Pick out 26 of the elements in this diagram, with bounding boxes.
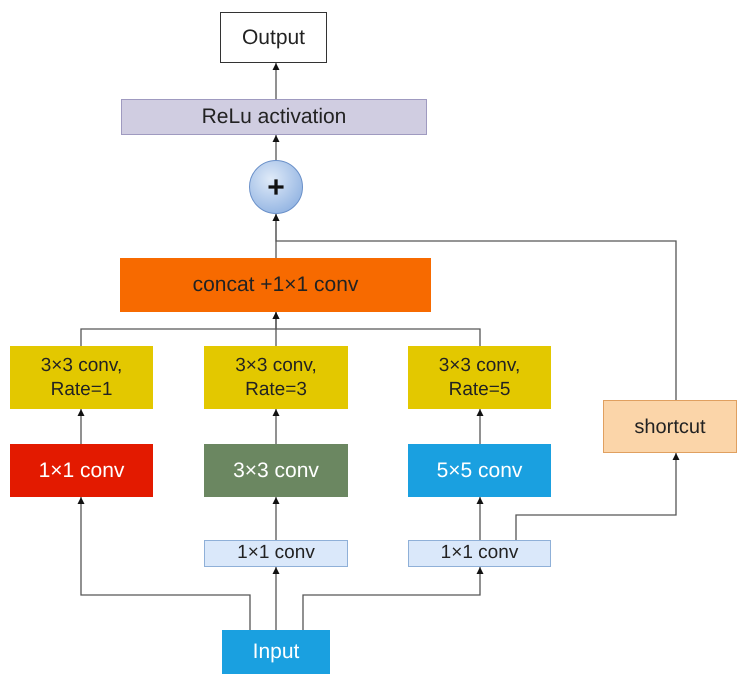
arrow (78, 409, 84, 444)
conv-box: 1×1 conv (204, 540, 348, 567)
arrow (272, 214, 677, 400)
arrow (476, 497, 484, 540)
dilated-conv-box: 3×3 conv, Rate=5 (408, 346, 551, 409)
arrow (78, 497, 251, 630)
shortcut-box: shortcut (603, 400, 737, 453)
arrow (302, 567, 484, 630)
arrow (272, 312, 481, 346)
dilated-conv-box: 3×3 conv, Rate=1 (10, 346, 153, 409)
arrow (272, 567, 280, 630)
conv-box: 5×5 conv (408, 444, 551, 497)
conv-box: 3×3 conv (204, 444, 348, 497)
arrow (476, 409, 484, 444)
input-box: Input (222, 630, 330, 674)
arrow (272, 63, 280, 99)
arrow (272, 135, 280, 160)
arrow (272, 497, 280, 540)
activation-box: ReLu activation (121, 99, 427, 135)
concat-box: concat +1×1 conv (120, 258, 431, 312)
output-box: Output (220, 12, 327, 63)
conv-box: 1×1 conv (10, 444, 153, 497)
dilated-conv-box: 3×3 conv, Rate=3 (204, 346, 348, 409)
arrow (272, 409, 280, 444)
conv-box: 1×1 conv (408, 540, 551, 567)
arrow (515, 453, 680, 540)
